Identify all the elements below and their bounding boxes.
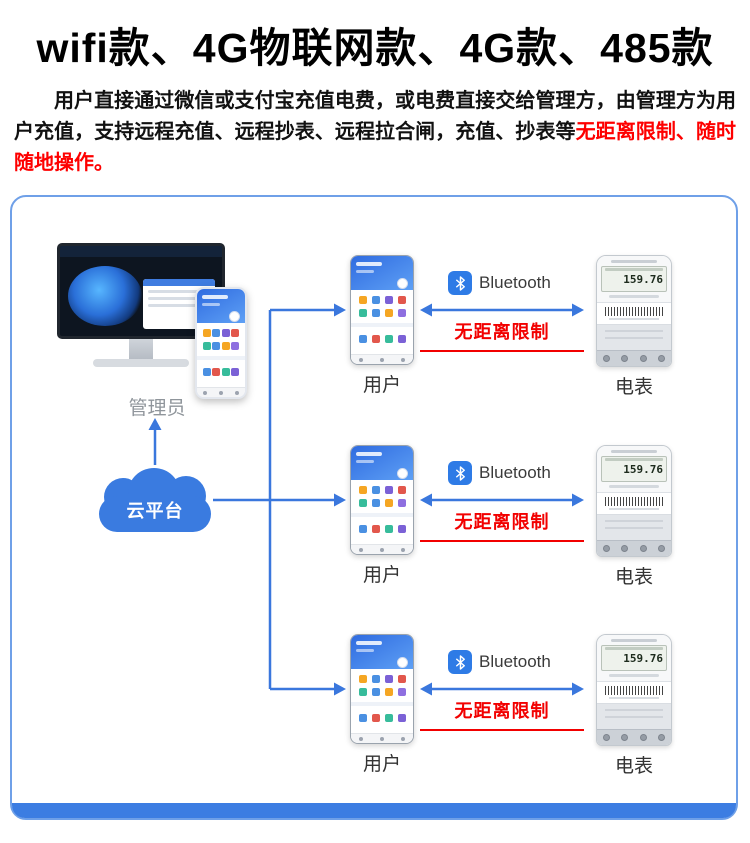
app-icon-grid [351, 480, 413, 511]
meter-reading: 159.76 [623, 463, 663, 476]
cloud-platform: 云平台 [97, 468, 213, 532]
meter-lcd: 159.76 [601, 645, 667, 671]
user-phone [350, 255, 414, 365]
avatar [397, 468, 408, 479]
user-label: 用户 [362, 565, 401, 586]
user-label: 用户 [362, 754, 401, 775]
bluetooth-group: Bluetooth [448, 461, 551, 485]
range-limit-label: 无距离限制 [420, 318, 584, 352]
app-icon-grid [351, 708, 413, 726]
admin-app-header [197, 289, 245, 323]
meter-reading: 159.76 [623, 652, 663, 665]
meter-label: 电表 [614, 567, 653, 588]
meter-terminal-section [597, 704, 671, 745]
app-nav-bar [197, 387, 245, 397]
app-nav-bar [351, 354, 413, 364]
app-nav-bar [351, 733, 413, 743]
bluetooth-group: Bluetooth [448, 271, 551, 295]
admin-monitor [57, 243, 225, 367]
bluetooth-label: Bluetooth [479, 273, 551, 292]
meter-barcode-label [597, 493, 671, 515]
range-limit-label: 无距离限制 [420, 508, 584, 542]
meter-reading: 159.76 [623, 273, 663, 286]
cloud-label: 云平台 [126, 501, 184, 521]
meter-terminal-section [597, 325, 671, 366]
intro-highlight: 无距离限制、随时随地操作。 [14, 121, 737, 174]
panel-bottom-bar [12, 803, 736, 818]
electric-meter: 159.76 [596, 445, 672, 557]
electric-meter: 159.76 [596, 634, 672, 746]
app-icon-grid [197, 323, 245, 354]
meter-label: 电表 [614, 377, 653, 398]
monitor-globe-graphic [68, 266, 142, 326]
app-icon-grid [197, 362, 245, 380]
user-label: 用户 [362, 375, 401, 396]
user-phone [350, 634, 414, 744]
admin-app-body [197, 323, 245, 380]
app-icon-grid [351, 290, 413, 321]
bluetooth-label: Bluetooth [479, 652, 551, 671]
meter-barcode-label [597, 303, 671, 325]
meter-label: 电表 [614, 756, 653, 777]
monitor-stand [129, 339, 153, 359]
meter-terminal-section [597, 515, 671, 556]
monitor-screen-topbar [60, 246, 222, 257]
app-icon-grid [351, 669, 413, 700]
intro-paragraph: 用户直接通过微信或支付宝充值电费，或电费直接交给管理方，由管理方为用户充值，支持… [14, 86, 736, 179]
page-title: wifi款、4G物联网款、4G款、485款 [36, 25, 714, 71]
bluetooth-icon [448, 650, 472, 674]
bluetooth-icon [448, 271, 472, 295]
bluetooth-icon [448, 461, 472, 485]
diagram-panel: 管理员 云平台 用户 Bluetooth 无距离限制 [10, 195, 738, 820]
electric-meter: 159.76 [596, 255, 672, 367]
range-limit-label: 无距离限制 [420, 697, 584, 731]
app-icon-grid [351, 329, 413, 347]
meter-lcd: 159.76 [601, 266, 667, 292]
admin-label: 管理员 [128, 398, 186, 419]
bluetooth-label: Bluetooth [479, 463, 551, 482]
bluetooth-group: Bluetooth [448, 650, 551, 674]
app-icon-grid [351, 519, 413, 537]
admin-phone [195, 287, 247, 399]
monitor-base [93, 359, 189, 367]
avatar [397, 278, 408, 289]
meter-lcd: 159.76 [601, 456, 667, 482]
intro-text: 用户直接通过微信或支付宝充值电费，或电费直接交给管理方，由管理方为用户充值，支持… [14, 90, 736, 143]
avatar [397, 657, 408, 668]
app-nav-bar [351, 544, 413, 554]
user-phone [350, 445, 414, 555]
avatar [229, 311, 240, 322]
meter-barcode-label [597, 682, 671, 704]
